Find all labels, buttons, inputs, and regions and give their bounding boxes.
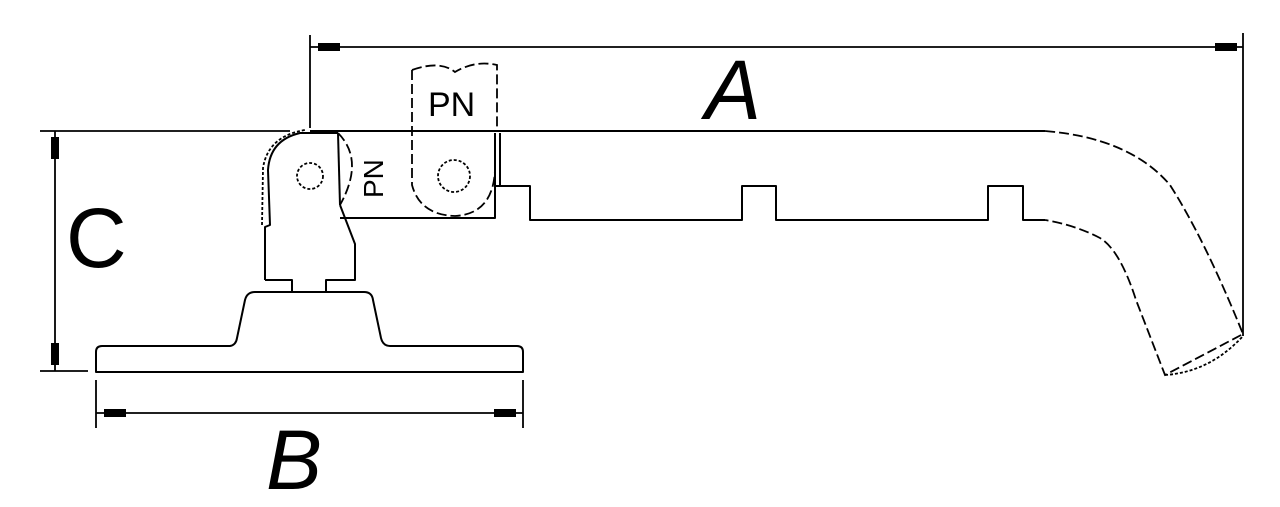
- strap-plate: [310, 62, 1045, 219]
- part-marking-pn-rotated: PN: [358, 159, 389, 198]
- dimension-label-b: B: [266, 413, 323, 507]
- dimension-label-c: C: [66, 191, 127, 285]
- base-plate: [95, 291, 524, 373]
- part-marking-pn: PN: [428, 86, 476, 124]
- handle-arm: [495, 130, 1245, 377]
- dimension-b-lines: [95, 380, 524, 428]
- hinge-knuckle: [261, 129, 356, 292]
- dimension-c-lines: [40, 130, 290, 372]
- dimension-a-lines: [309, 33, 1244, 336]
- dimension-label-a: A: [705, 43, 762, 137]
